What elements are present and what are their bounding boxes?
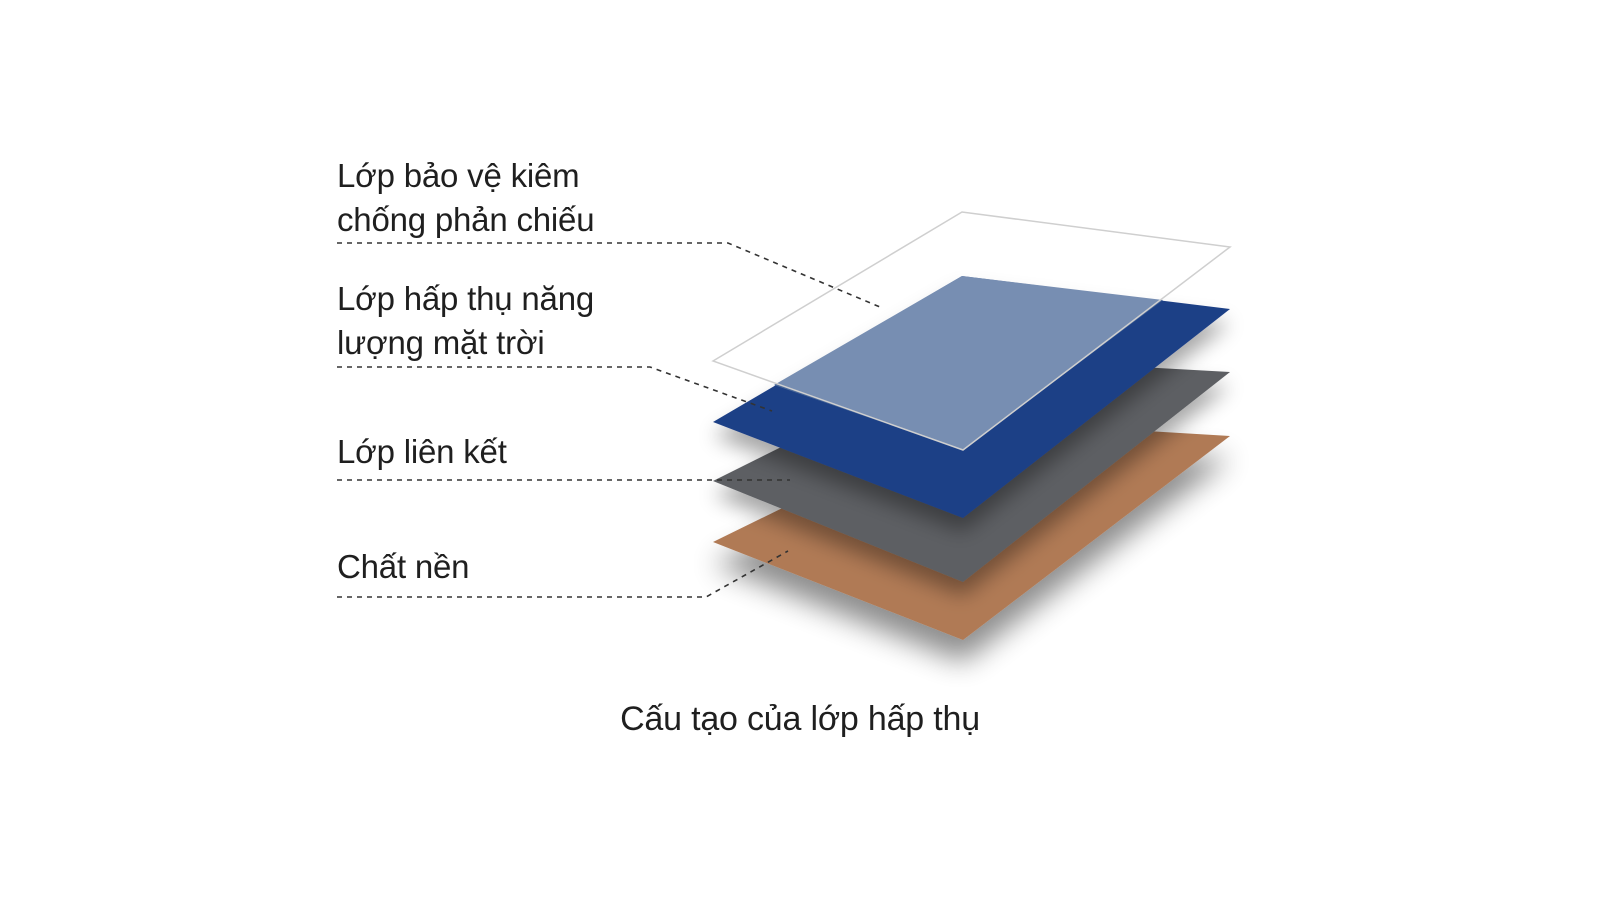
leader-line-substrate: [337, 550, 789, 598]
label-line: lượng mặt trời: [337, 324, 545, 361]
label-line: Chất nền: [337, 548, 470, 585]
protective-layer: [711, 211, 1232, 451]
label-line: Lớp hấp thụ năng: [337, 280, 594, 317]
label-line: Lớp bảo vệ kiêm: [337, 157, 580, 194]
leader-line-protective: [337, 242, 881, 308]
label-line: Lớp liên kết: [337, 433, 507, 470]
label-line: chống phản chiếu: [337, 201, 595, 238]
diagram-caption: Cấu tạo của lớp hấp thụ: [620, 700, 980, 738]
label-protective-layer: Lớp bảo vệ kiêm chống phản chiếu: [337, 154, 595, 242]
label-substrate-layer: Chất nền: [337, 545, 470, 589]
leader-lines: [337, 242, 881, 598]
label-absorber-layer: Lớp hấp thụ năng lượng mặt trời: [337, 277, 594, 365]
label-bonding-layer: Lớp liên kết: [337, 430, 507, 474]
leader-line-absorber: [337, 366, 773, 412]
absorber-overlap-region: [774, 276, 1163, 450]
